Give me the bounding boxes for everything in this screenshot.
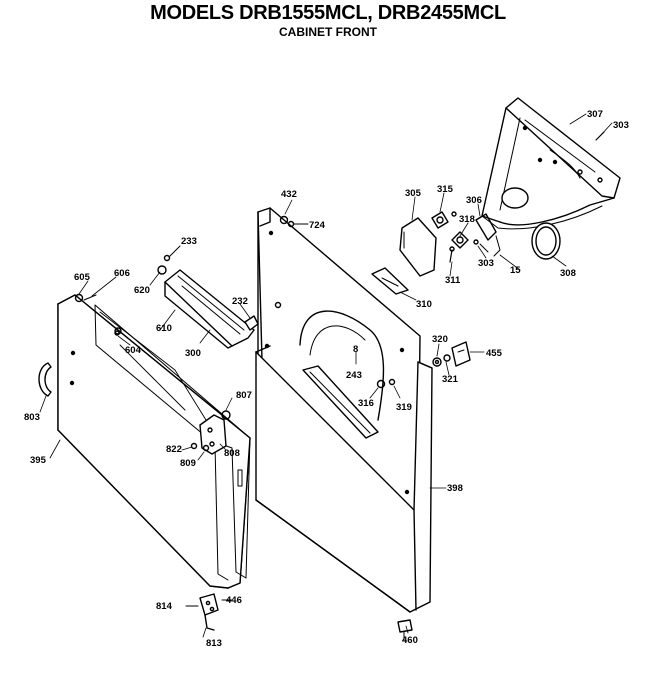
door-hinge-upper [199,414,227,455]
part-label-232: 232 [232,296,248,307]
part-label-460: 460 [402,635,418,646]
part-label-803: 803 [24,412,40,423]
part-label-620: 620 [134,285,150,296]
part-label-814: 814 [156,601,173,612]
part-label-822: 822 [166,444,182,455]
part-label-316: 316 [358,398,374,409]
part-label-311: 311 [445,275,461,286]
exhaust-duct [481,97,621,230]
part-label-455: 455 [486,348,503,359]
part-label-307: 307 [587,109,603,120]
part-label-321: 321 [442,374,459,385]
part-label-398: 398 [447,483,463,494]
diagram-subtitle: CABINET FRONT [279,25,377,39]
part-label-724: 724 [309,220,326,231]
part-label-605: 605 [74,272,91,283]
door-hinge-lower [199,593,219,631]
part-label-308: 308 [560,268,576,279]
part-label-604: 604 [125,345,142,356]
part-label-808: 808 [224,448,240,459]
part-label-320: 320 [432,334,448,345]
part-label-318: 318 [459,214,475,225]
lint-filter [164,269,255,349]
cabinet-lower-panel [255,345,433,613]
part-label-300: 300 [185,348,201,359]
door-panel [57,294,251,589]
part-label-8: 8 [353,344,358,355]
part-label-606: 606 [114,268,130,279]
part-label-432: 432 [281,189,297,200]
part-label-809: 809 [180,458,196,469]
bracket-310 [371,267,409,295]
part-label-310: 310 [416,299,432,310]
part-label-813: 813 [206,638,222,649]
hinge-part-807 [221,410,231,420]
part-label-303: 303 [478,258,494,269]
part-label-243: 243 [346,370,362,381]
diagram-title: MODELS DRB1555MCL, DRB2455MCL [150,2,506,24]
duct-seal-ring [531,222,561,260]
part-label-233: 233 [181,236,197,247]
part-label-315: 315 [437,184,454,195]
part-label-306: 306 [466,195,482,206]
part-label-446: 446 [226,595,242,606]
door-handle [38,362,52,397]
switch-parts [431,211,469,249]
part-label-319: 319 [396,402,412,413]
bracket-305 [399,217,437,277]
part-label-807: 807 [236,390,252,401]
door-switch-455 [451,341,471,367]
part-label-303-top: 303 [613,120,629,131]
part-label-610: 610 [156,323,172,334]
part-label-305: 305 [405,188,422,199]
part-label-395: 395 [30,455,47,466]
part-label-15: 15 [510,265,521,276]
